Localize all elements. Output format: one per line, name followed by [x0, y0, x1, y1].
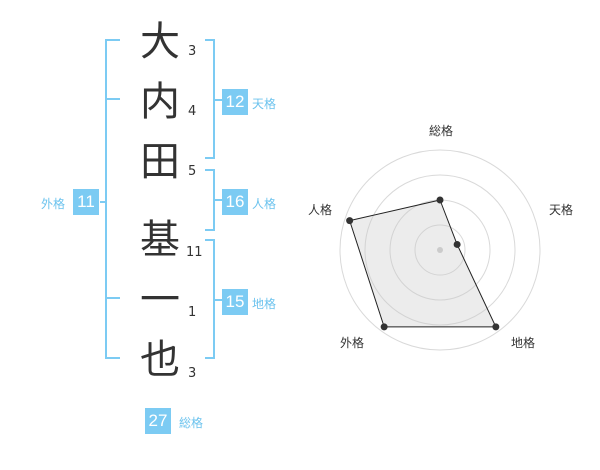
gaikaku-label: 外格	[41, 197, 66, 211]
stroke-count-6: 3	[188, 366, 197, 381]
name-char-6: 也	[140, 337, 180, 383]
stroke-count-5: 1	[188, 305, 197, 320]
radar-center	[437, 247, 443, 253]
radar-point-5	[346, 217, 354, 225]
radar-label-soukaku: 総格	[429, 124, 454, 138]
name-char-1: 大	[140, 19, 180, 65]
stroke-count-4: 11	[186, 245, 203, 260]
radar-label-jinkaku: 人格	[308, 203, 333, 217]
soukaku-value-badge: 27	[145, 408, 171, 434]
name-char-2: 内	[140, 79, 180, 125]
chikaku-label: 地格	[252, 297, 277, 311]
stroke-count-2: 4	[188, 104, 197, 119]
tenkaku-value-badge: 12	[222, 89, 248, 115]
radar-point-3	[492, 323, 500, 331]
stroke-count-3: 5	[188, 164, 197, 179]
soukaku-label: 総格	[179, 416, 204, 430]
gaikaku-bracket	[105, 39, 120, 359]
radar-point-4	[380, 323, 388, 331]
radar-label-tenkaku: 天格	[549, 203, 574, 217]
radar-label-gaikaku: 外格	[340, 336, 365, 350]
gaikaku-value-badge: 11	[73, 189, 99, 215]
radar-label-chikaku: 地格	[511, 336, 536, 350]
chikaku-value-badge: 15	[222, 289, 248, 315]
name-char-4: 基	[140, 217, 180, 263]
stroke-count-1: 3	[188, 44, 197, 59]
radar-point-1	[436, 196, 444, 204]
jinkaku-label: 人格	[252, 197, 277, 211]
tenkaku-label: 天格	[252, 97, 277, 111]
name-char-5: 一	[140, 277, 180, 323]
name-char-3: 田	[140, 139, 180, 185]
radar-point-2	[453, 240, 461, 248]
jinkaku-value-badge: 16	[222, 189, 248, 215]
radar-polygon	[349, 199, 497, 328]
